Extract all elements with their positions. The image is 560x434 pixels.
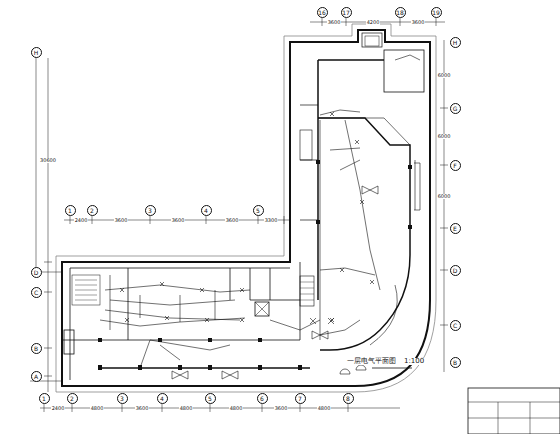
grid-bubble: A	[31, 371, 42, 382]
grid-bubble: 5	[253, 205, 264, 216]
grid-bubble: D	[450, 265, 461, 276]
grid-bubble: 4	[157, 393, 168, 404]
dimension: 2400	[74, 218, 89, 223]
grid-bubble: B	[31, 343, 42, 354]
grid-bubble: 16	[317, 7, 328, 18]
grid-bubble: F	[450, 160, 461, 171]
dimension: 3600	[171, 218, 186, 223]
dimension: 2400	[51, 406, 66, 411]
dimension: 3600	[225, 218, 240, 223]
dimension: 3600	[135, 406, 150, 411]
grid-bubble: 4	[201, 205, 212, 216]
grid-bubble: D	[31, 267, 42, 278]
grid-bubble: H	[31, 47, 42, 58]
drawing-title: 一层电气平面图	[346, 358, 397, 365]
grid-bubble: 2	[67, 393, 78, 404]
grid-bubble: 5	[205, 393, 216, 404]
dimension: 4800	[229, 406, 244, 411]
grid-bubble: 6	[257, 393, 268, 404]
grid-bubble: 17	[341, 7, 352, 18]
grid-bubble: 3	[117, 393, 128, 404]
dimension: 3300	[264, 218, 279, 223]
grid-bubble: 1	[65, 205, 76, 216]
dimension: 3600	[411, 20, 426, 25]
dimension: 3600	[114, 218, 129, 223]
dimension: 4800	[179, 406, 194, 411]
grid-bubble: 3	[145, 205, 156, 216]
grid-bubble: H	[450, 37, 461, 48]
dimension: 6000	[437, 134, 452, 139]
grid-bubble: 2	[87, 205, 98, 216]
grid-bubble: 8	[343, 393, 354, 404]
grid-bubble: 1	[39, 393, 50, 404]
dimension: 6000	[437, 73, 452, 78]
dimension: 4800	[317, 406, 332, 411]
grid-bubble: 19	[431, 7, 442, 18]
dimension: 4200	[366, 20, 381, 25]
dimension: 3600	[274, 406, 289, 411]
scale-label: 1:100	[403, 358, 425, 365]
dimension: 3600	[327, 20, 342, 25]
grid-bubble: C	[450, 320, 461, 331]
grid-bubble: 7	[295, 393, 306, 404]
grid-bubble: E	[450, 223, 461, 234]
dimension: 6000	[437, 194, 452, 199]
dimension: 30600	[39, 158, 57, 163]
dimension: 4800	[90, 406, 105, 411]
grid-bubble: 18	[395, 7, 406, 18]
grid-bubble: G	[450, 103, 461, 114]
grid-bubble: C	[31, 287, 42, 298]
grid-bubble: B	[450, 357, 461, 368]
